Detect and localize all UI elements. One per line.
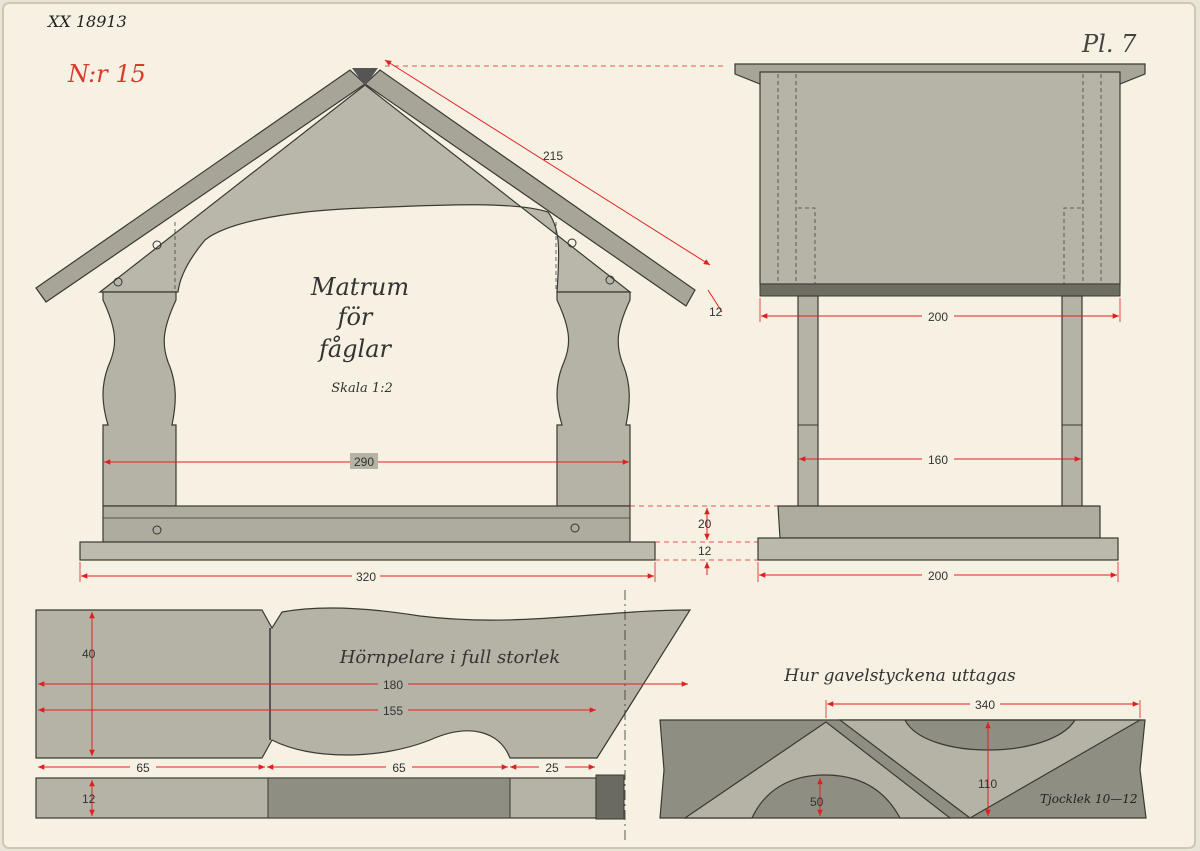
roof-ridge: [352, 68, 378, 86]
dim-post-span: 160: [928, 453, 948, 467]
dim-label-bg: [970, 696, 1000, 712]
dim-post-thickness: 12: [82, 792, 96, 806]
dim-gable-small: 50: [810, 795, 824, 809]
dim-label-bg: [378, 676, 408, 692]
side-view: 200 160 200: [734, 63, 1146, 583]
dim-label-bg: [350, 453, 378, 469]
dim-base-width-label: 320: [356, 570, 376, 584]
dim-label-bg: [922, 567, 954, 583]
dim-label-bg: [130, 759, 156, 775]
dim-label-bg: [922, 308, 954, 324]
dim-base-thickness: 12: [698, 544, 712, 558]
drawing-scale: Skala 1:2: [331, 381, 393, 396]
dim-seg3: 25: [545, 761, 559, 775]
dim-gable-large: 110: [978, 777, 997, 791]
gable-cutting-title: Hur gavelstyckena uttagas: [783, 666, 1016, 686]
dim-line-roof-thickness: [707, 289, 723, 313]
drawing-title-line2: för: [336, 303, 374, 331]
post-left: [102, 291, 177, 507]
dim-label-bg: [922, 451, 954, 467]
corner-post-shape: [35, 607, 692, 759]
dim-line-roof: [384, 59, 711, 266]
post-right: [556, 291, 631, 507]
plate-label: Pl. 7: [1081, 30, 1137, 58]
floor-rail: [102, 505, 631, 543]
dim-side-base-width: 200: [928, 569, 948, 583]
side-base-board: [757, 537, 1119, 561]
screw-icon: [152, 525, 162, 535]
roof-edge: [759, 283, 1121, 297]
side-post-right: [1061, 295, 1083, 507]
dim-post-total: 180: [383, 678, 403, 692]
dim-gable-length: 340: [975, 698, 995, 712]
screw-icon: [570, 523, 580, 533]
dim-roof-length: 215: [543, 149, 563, 163]
dim-seg2: 65: [392, 761, 406, 775]
hidden-line: [1063, 207, 1081, 284]
dim-side-top-width: 200: [928, 310, 948, 324]
dim-label-bg: [386, 759, 412, 775]
dim-seg1: 65: [136, 761, 150, 775]
corner-post-view: Hörnpelare i full storlek 40 180 155 65 …: [35, 590, 692, 840]
dim-post-height: 40: [82, 647, 96, 661]
screw-icon: [152, 240, 162, 250]
dim-label-bg: [539, 759, 565, 775]
thickness-note: Tjocklek 10—12: [1040, 792, 1138, 806]
corner-post-title: Hörnpelare i full storlek: [339, 647, 561, 668]
catalog-number: XX 18913: [46, 12, 127, 31]
dim-roof-thickness: 12: [709, 305, 723, 319]
screw-icon: [113, 277, 123, 287]
gable-cutting-view: Hur gavelstyckena uttagas 340 110 50 Tjo…: [659, 666, 1147, 819]
dim-post-inner: 155: [383, 704, 403, 718]
dim-floor-height: 20: [698, 517, 712, 531]
gable-piece-left: [683, 721, 952, 819]
dim-label-bg: [352, 568, 380, 584]
side-floor-rail: [777, 505, 1101, 539]
post-end-grain: [595, 774, 625, 820]
base-board: [79, 541, 656, 561]
drawing-title-line1: Matrum: [310, 273, 409, 301]
front-view: Matrum för fåglar Skala 1:2 215 12 290 2…: [35, 59, 795, 584]
dim-inner-width: 290: [354, 455, 374, 469]
plank: [659, 719, 1147, 819]
post-profile-shaded: [267, 777, 511, 819]
dim-label-bg: [378, 702, 408, 718]
screw-icon: [605, 275, 615, 285]
roof-side-board: [759, 71, 1121, 285]
side-post-left: [797, 295, 819, 507]
drawing-title-line3: fåglar: [317, 334, 393, 363]
hidden-line: [798, 207, 816, 284]
plate-number: N:r 15: [67, 60, 146, 88]
